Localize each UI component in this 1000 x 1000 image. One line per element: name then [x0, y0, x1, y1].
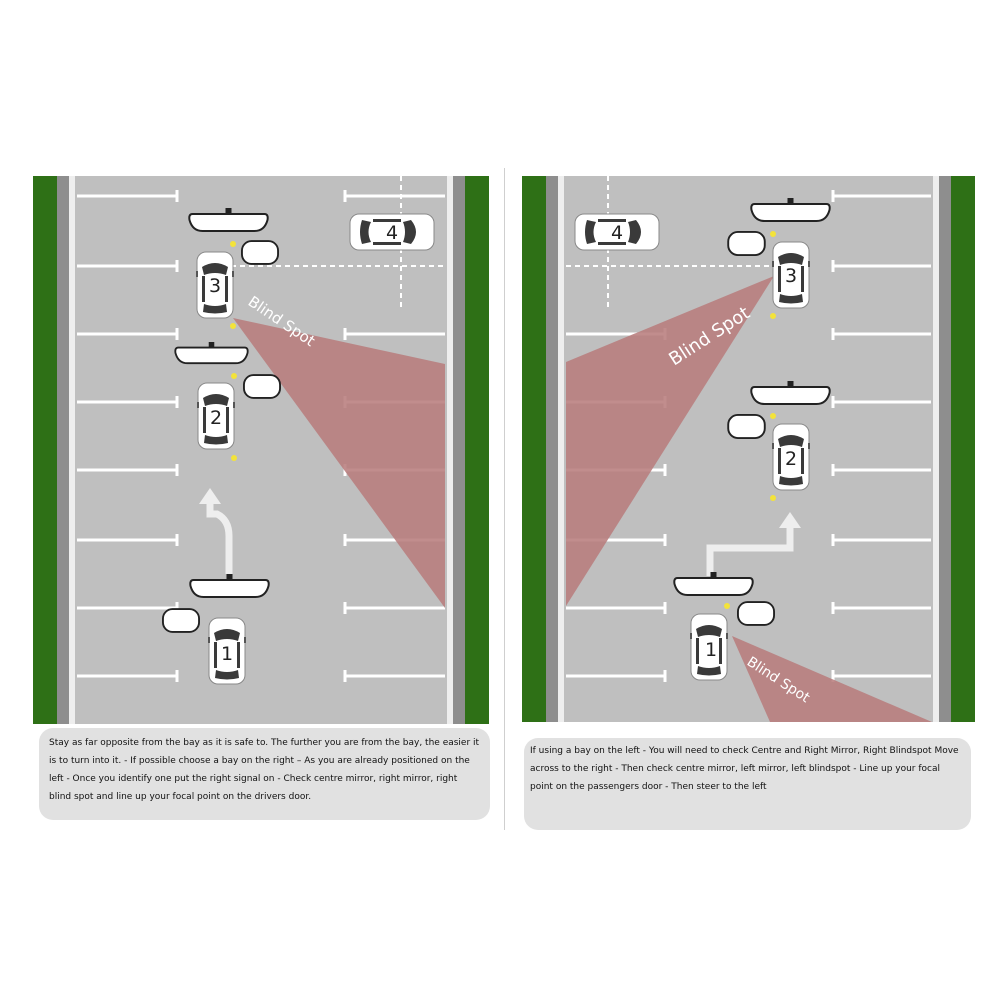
car-4: 4: [349, 213, 435, 251]
car-1: 1: [208, 617, 246, 685]
svg-text:3: 3: [209, 275, 221, 297]
right-bay-lines: [831, 190, 931, 682]
blind-spot-zone-large: [566, 276, 774, 606]
left-bay-lines: [77, 190, 179, 682]
path-arrow: [706, 526, 794, 576]
left-diagram: Blind Spot 3 2 1 4: [33, 176, 489, 724]
right-grass: [461, 176, 489, 724]
svg-text:1: 1: [221, 643, 233, 665]
car-2: 2: [197, 373, 237, 461]
svg-text:2: 2: [785, 448, 797, 470]
right-kerb: [453, 176, 465, 724]
car-3: 3: [196, 241, 236, 329]
svg-text:1: 1: [705, 639, 717, 661]
left-kerb: [57, 176, 69, 724]
car-4: 4: [574, 213, 660, 251]
svg-text:3: 3: [785, 265, 797, 287]
path-arrow: [206, 502, 233, 574]
car-3: 3: [770, 231, 810, 319]
left-grass: [33, 176, 61, 724]
svg-text:4: 4: [386, 222, 398, 244]
blind-spot-zone-small: [732, 636, 932, 722]
car-1: 1: [690, 603, 730, 681]
path-arrow-head: [199, 488, 221, 504]
svg-text:2: 2: [210, 407, 222, 429]
path-arrow-head: [779, 512, 801, 528]
blind-spot-zone: [233, 318, 445, 608]
left-caption: Stay as far opposite from the bay as it …: [39, 728, 490, 820]
right-diagram: Blind Spot Blind Spot 3 2 1: [522, 176, 975, 722]
panel-divider: [504, 168, 505, 830]
right-caption: If using a bay on the left - You will ne…: [524, 738, 971, 830]
car-2: 2: [770, 413, 810, 501]
svg-text:4: 4: [611, 222, 623, 244]
